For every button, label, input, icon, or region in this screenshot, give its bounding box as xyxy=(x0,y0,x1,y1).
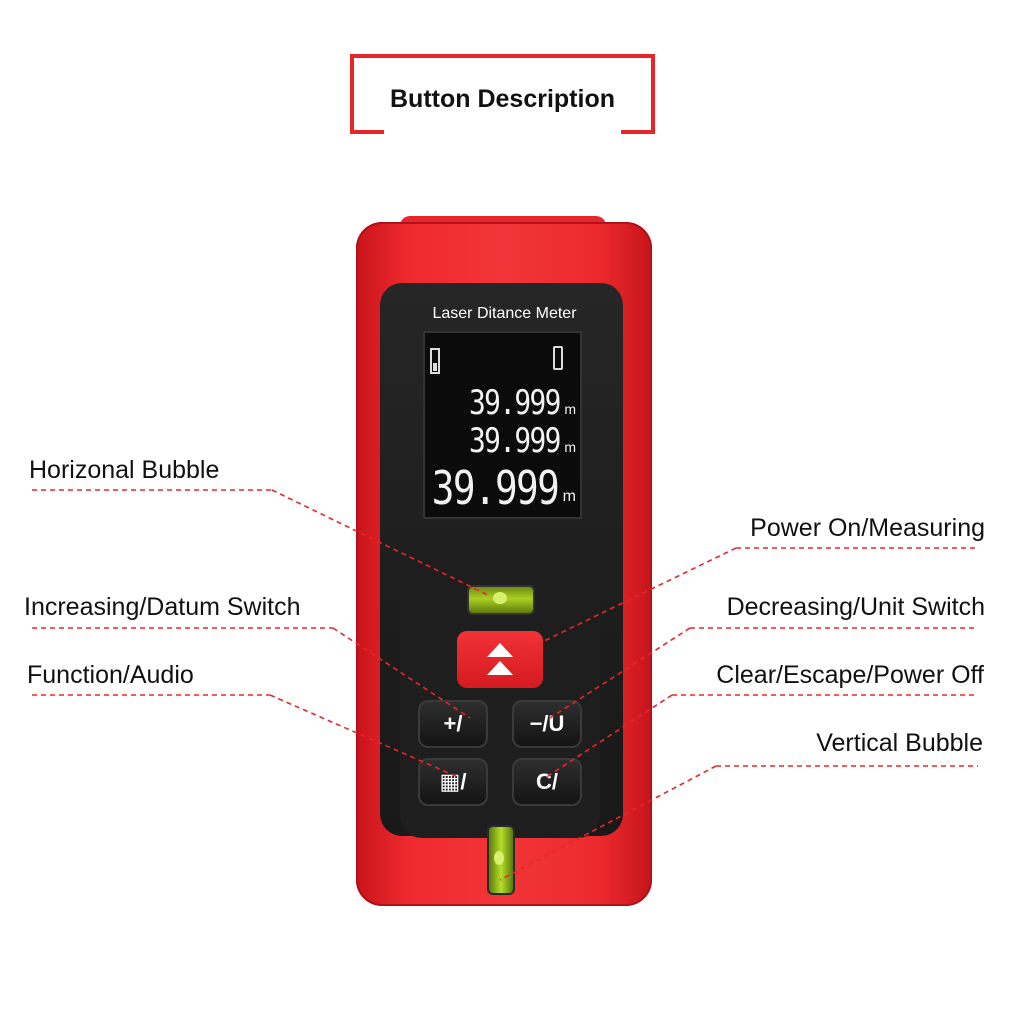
function-audio-button[interactable]: ▦/ xyxy=(418,758,488,806)
title-frame: Button Description xyxy=(350,54,655,134)
reading-3-unit: m xyxy=(562,488,576,505)
increase-datum-button[interactable]: +/ xyxy=(418,700,488,748)
label-clear-escape: Clear/Escape/Power Off xyxy=(716,661,984,689)
reading-1-value: 39.999 xyxy=(469,383,562,423)
label-power-measuring: Power On/Measuring xyxy=(750,514,985,542)
screen-title: Laser Ditance Meter xyxy=(432,305,577,322)
clear-escape-button[interactable]: C/ xyxy=(512,758,582,806)
label-decreasing-unit: Decreasing/Unit Switch xyxy=(726,593,985,621)
battery-icon xyxy=(553,346,563,370)
power-measure-button[interactable] xyxy=(457,631,543,688)
horizontal-bubble xyxy=(467,585,535,615)
label-function-audio: Function/Audio xyxy=(27,661,194,689)
reading-2-unit: m xyxy=(564,439,576,455)
lcd-screen: 39.999 m 39.999 m 39.999 m xyxy=(423,331,582,519)
level-icon xyxy=(430,348,440,374)
reading-3-value: 39.999 xyxy=(431,461,560,515)
page-title: Button Description xyxy=(390,85,615,113)
vertical-bubble xyxy=(487,825,515,895)
label-vertical-bubble: Vertical Bubble xyxy=(816,729,983,757)
decrease-unit-button[interactable]: −/U xyxy=(512,700,582,748)
reading-2-value: 39.999 xyxy=(469,421,562,461)
label-horizontal-bubble: Horizonal Bubble xyxy=(29,456,220,484)
label-increasing-datum: Increasing/Datum Switch xyxy=(24,593,301,621)
reading-1-unit: m xyxy=(564,401,576,417)
arrow-up-double-icon xyxy=(487,643,513,657)
